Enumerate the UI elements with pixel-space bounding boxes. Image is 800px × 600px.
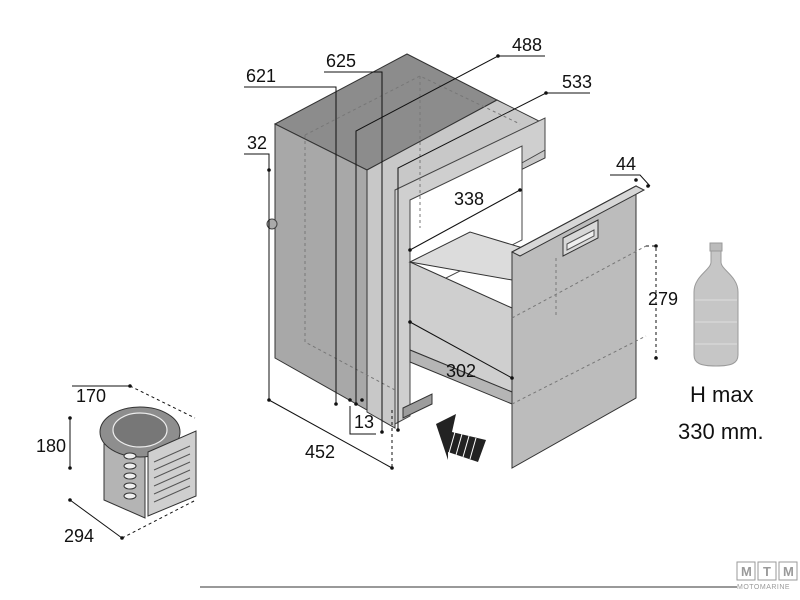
logo-letter-3: M [783,564,794,579]
drawer-door [510,185,646,469]
cabinet-foot [402,393,433,419]
door-face [511,185,637,469]
hidden-outlines [304,75,647,405]
dim-302: 302 [446,361,476,381]
bottle-height-label: H max [690,382,754,407]
logo-letter-1: M [741,564,752,579]
dim-452: 452 [305,442,335,462]
door-top-edge [510,185,646,257]
door-handle-inner [566,229,595,251]
arrow-stripes [448,431,477,460]
dim-625: 625 [326,51,356,71]
bottle-height-value: 330 mm. [678,419,764,444]
dim-621: 621 [246,66,276,86]
unit-dimension-lines [68,384,197,540]
bottle-icon [693,242,739,367]
dim-533: 533 [562,72,592,92]
dim-279: 279 [648,289,678,309]
dim-488: 488 [512,35,542,55]
dim-44: 44 [616,154,636,174]
dim-294: 294 [64,526,94,546]
dim-13: 13 [354,412,374,432]
dim-180: 180 [36,436,66,456]
unit-coil [123,452,137,500]
dim-338: 338 [454,189,484,209]
dim-32: 32 [247,133,267,153]
dimension-lines [244,54,658,470]
dimension-labels: 621 625 488 533 32 338 44 279 302 13 452 [246,35,678,462]
cabinet-left-face [274,123,368,411]
logo-wordmark: MOTOMARINE [737,584,790,591]
logo-letter-2: T [763,564,771,579]
unit-grille [147,430,197,517]
motomarine-logo: M T M MOTOMARINE [736,561,798,591]
compressor-unit [99,406,197,519]
dim-170: 170 [76,386,106,406]
